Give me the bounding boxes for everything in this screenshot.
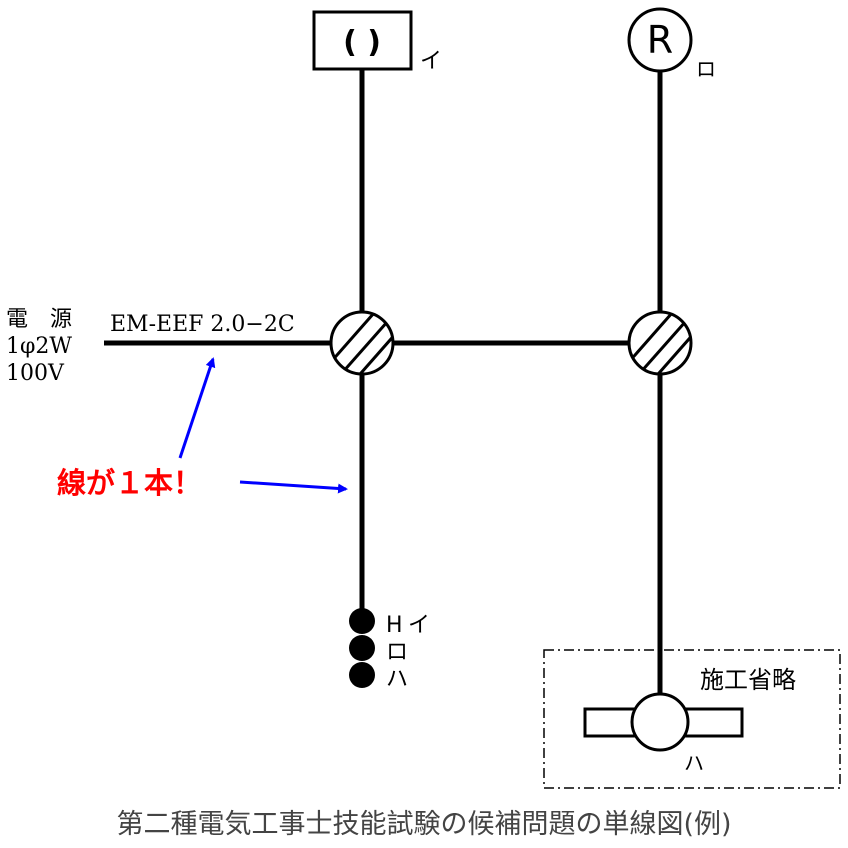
omitted-area-box bbox=[543, 649, 841, 789]
omitted-area-label: 施工省略 bbox=[700, 666, 796, 694]
switch-group: H イ ロ ハ bbox=[349, 608, 430, 692]
annotation-arrow-up bbox=[178, 357, 216, 459]
junction-box-2 bbox=[627, 310, 693, 376]
ceiling-light-fixture: ( ) bbox=[312, 10, 413, 71]
wall-light-fixture bbox=[583, 692, 744, 752]
power-source-line2: 1φ2W bbox=[6, 334, 72, 359]
receptacle-light-symbol: R bbox=[647, 18, 673, 62]
switch-dot-3 bbox=[349, 662, 375, 688]
page-title: 第二種電気工事士技能試験の候補問題の単線図(例) bbox=[116, 809, 731, 840]
cable-label: EM-EEF 2.0−2C bbox=[110, 312, 295, 337]
switch-1-label: イ bbox=[408, 613, 430, 638]
power-source-line1: 電 源 bbox=[6, 307, 72, 332]
wires bbox=[104, 68, 663, 698]
power-source-label: 電 源 1φ2W 100V bbox=[6, 307, 72, 386]
switch-1-prefix: H bbox=[386, 613, 403, 638]
junction-box-1 bbox=[329, 310, 395, 376]
receptacle-light-fixture: R bbox=[627, 7, 693, 73]
wall-light-label: ハ bbox=[684, 751, 704, 775]
annotation-text: 線が１本！ bbox=[57, 466, 202, 500]
ceiling-light-symbol: ( ) bbox=[343, 25, 381, 60]
switch-dot-2 bbox=[349, 635, 375, 661]
power-source-line3: 100V bbox=[6, 361, 65, 386]
receptacle-light-label: ロ bbox=[696, 57, 716, 81]
switch-3-label: ハ bbox=[386, 667, 408, 692]
switch-2-label: ロ bbox=[386, 640, 408, 665]
annotation-arrow-right bbox=[239, 480, 348, 494]
ceiling-light-label: イ bbox=[420, 49, 442, 74]
switch-dot-1 bbox=[349, 608, 375, 634]
